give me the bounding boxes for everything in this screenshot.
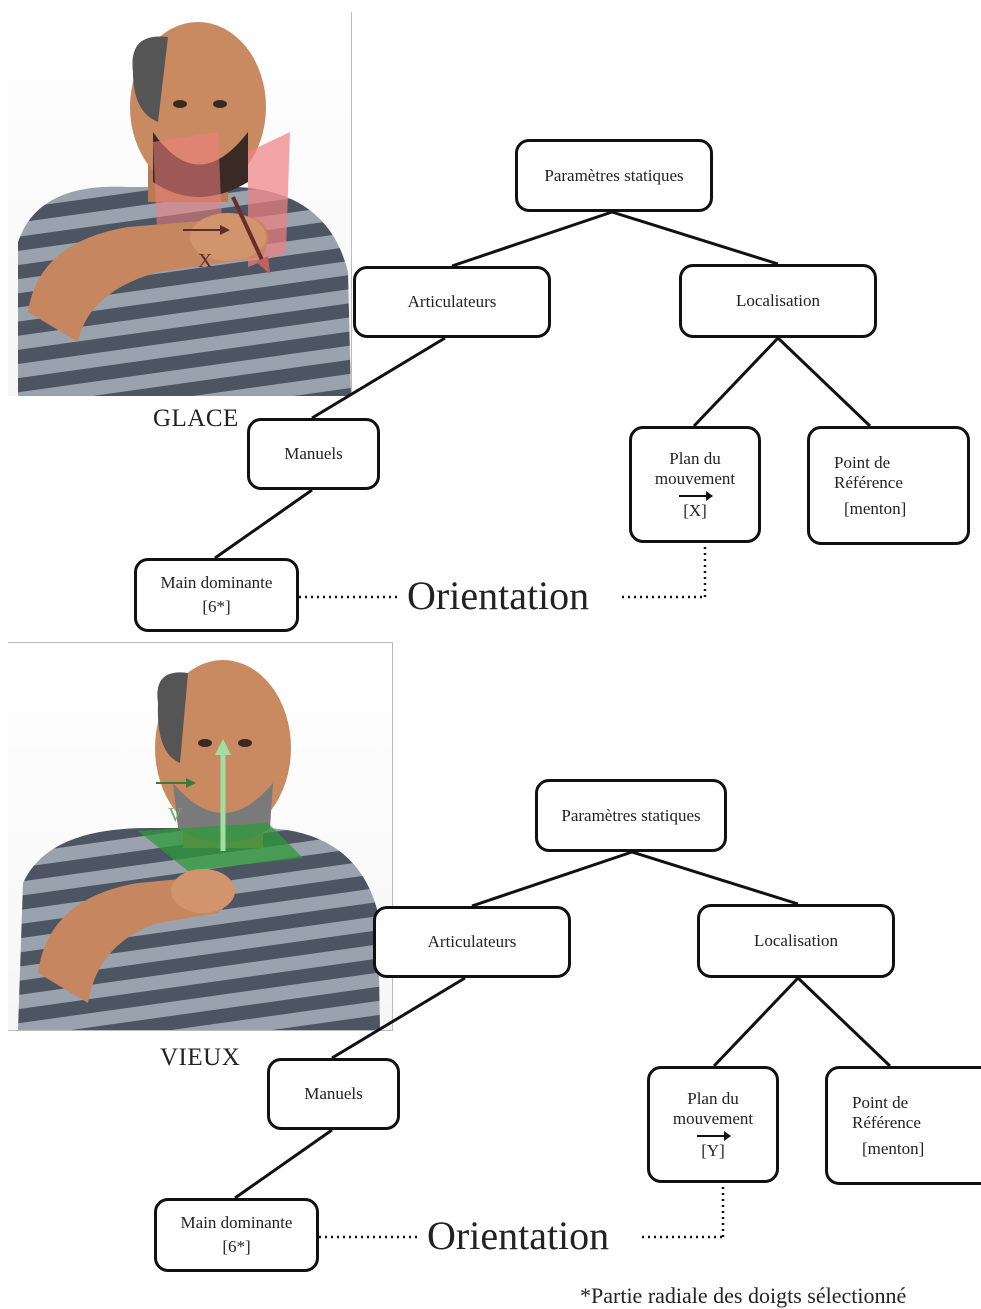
bottom-panel: V VIEUX Paramètres statiques Articulateu…: [0, 640, 981, 1309]
plan-line1: Plan du: [669, 448, 721, 468]
avatar-image-vieux: V: [8, 642, 393, 1031]
main-dominante-value: [6*]: [202, 597, 231, 616]
node-main-dominante: Main dominante [6*]: [154, 1198, 319, 1272]
avatar-image-glace: X: [8, 12, 352, 396]
plan-line2: mouvement: [672, 1108, 754, 1128]
top-panel: X GLACE Paramètres statiques Articulateu…: [0, 0, 981, 640]
main-dominante-label: Main dominante: [160, 573, 273, 592]
node-plan-mouvement: Plan du mouvement [Y]: [647, 1066, 779, 1183]
point-line1: Point de: [852, 1092, 909, 1112]
point-value: [menton]: [862, 1138, 925, 1158]
node-parametres-statiques: Paramètres statiques: [515, 139, 713, 212]
node-point-reference: Point de Référence [menton]: [825, 1066, 981, 1185]
main-dominante-label: Main dominante: [180, 1213, 293, 1232]
point-line1: Point de: [834, 452, 891, 472]
main-dominante-value: [6*]: [222, 1237, 251, 1256]
point-value: [menton]: [844, 498, 907, 518]
orientation-label: Orientation: [407, 573, 590, 618]
plan-line1: Plan du: [687, 1088, 739, 1108]
node-articulateurs: Articulateurs: [353, 266, 551, 338]
footnote: *Partie radiale des doigts sélectionné: [580, 1283, 907, 1308]
node-manuels: Manuels: [267, 1058, 400, 1130]
point-line2: Référence: [834, 472, 903, 492]
arrow-v-label: V: [168, 804, 183, 826]
node-main-dominante: Main dominante [6*]: [134, 558, 299, 632]
arrow-x-label: X: [198, 250, 213, 272]
node-localisation: Localisation: [697, 904, 895, 978]
plan-value: [Y]: [697, 1130, 731, 1161]
plan-value: [X]: [679, 490, 713, 521]
caption-glace: GLACE: [153, 405, 239, 432]
node-parametres-statiques: Paramètres statiques: [535, 779, 727, 852]
node-manuels: Manuels: [247, 418, 380, 490]
plan-line2: mouvement: [654, 468, 736, 488]
node-localisation: Localisation: [679, 264, 877, 338]
caption-vieux: VIEUX: [160, 1044, 241, 1071]
node-articulateurs: Articulateurs: [373, 906, 571, 978]
node-plan-mouvement: Plan du mouvement [X]: [629, 426, 761, 543]
point-line2: Référence: [852, 1112, 921, 1132]
orientation-label: Orientation: [427, 1213, 610, 1258]
node-point-reference: Point de Référence [menton]: [807, 426, 970, 545]
